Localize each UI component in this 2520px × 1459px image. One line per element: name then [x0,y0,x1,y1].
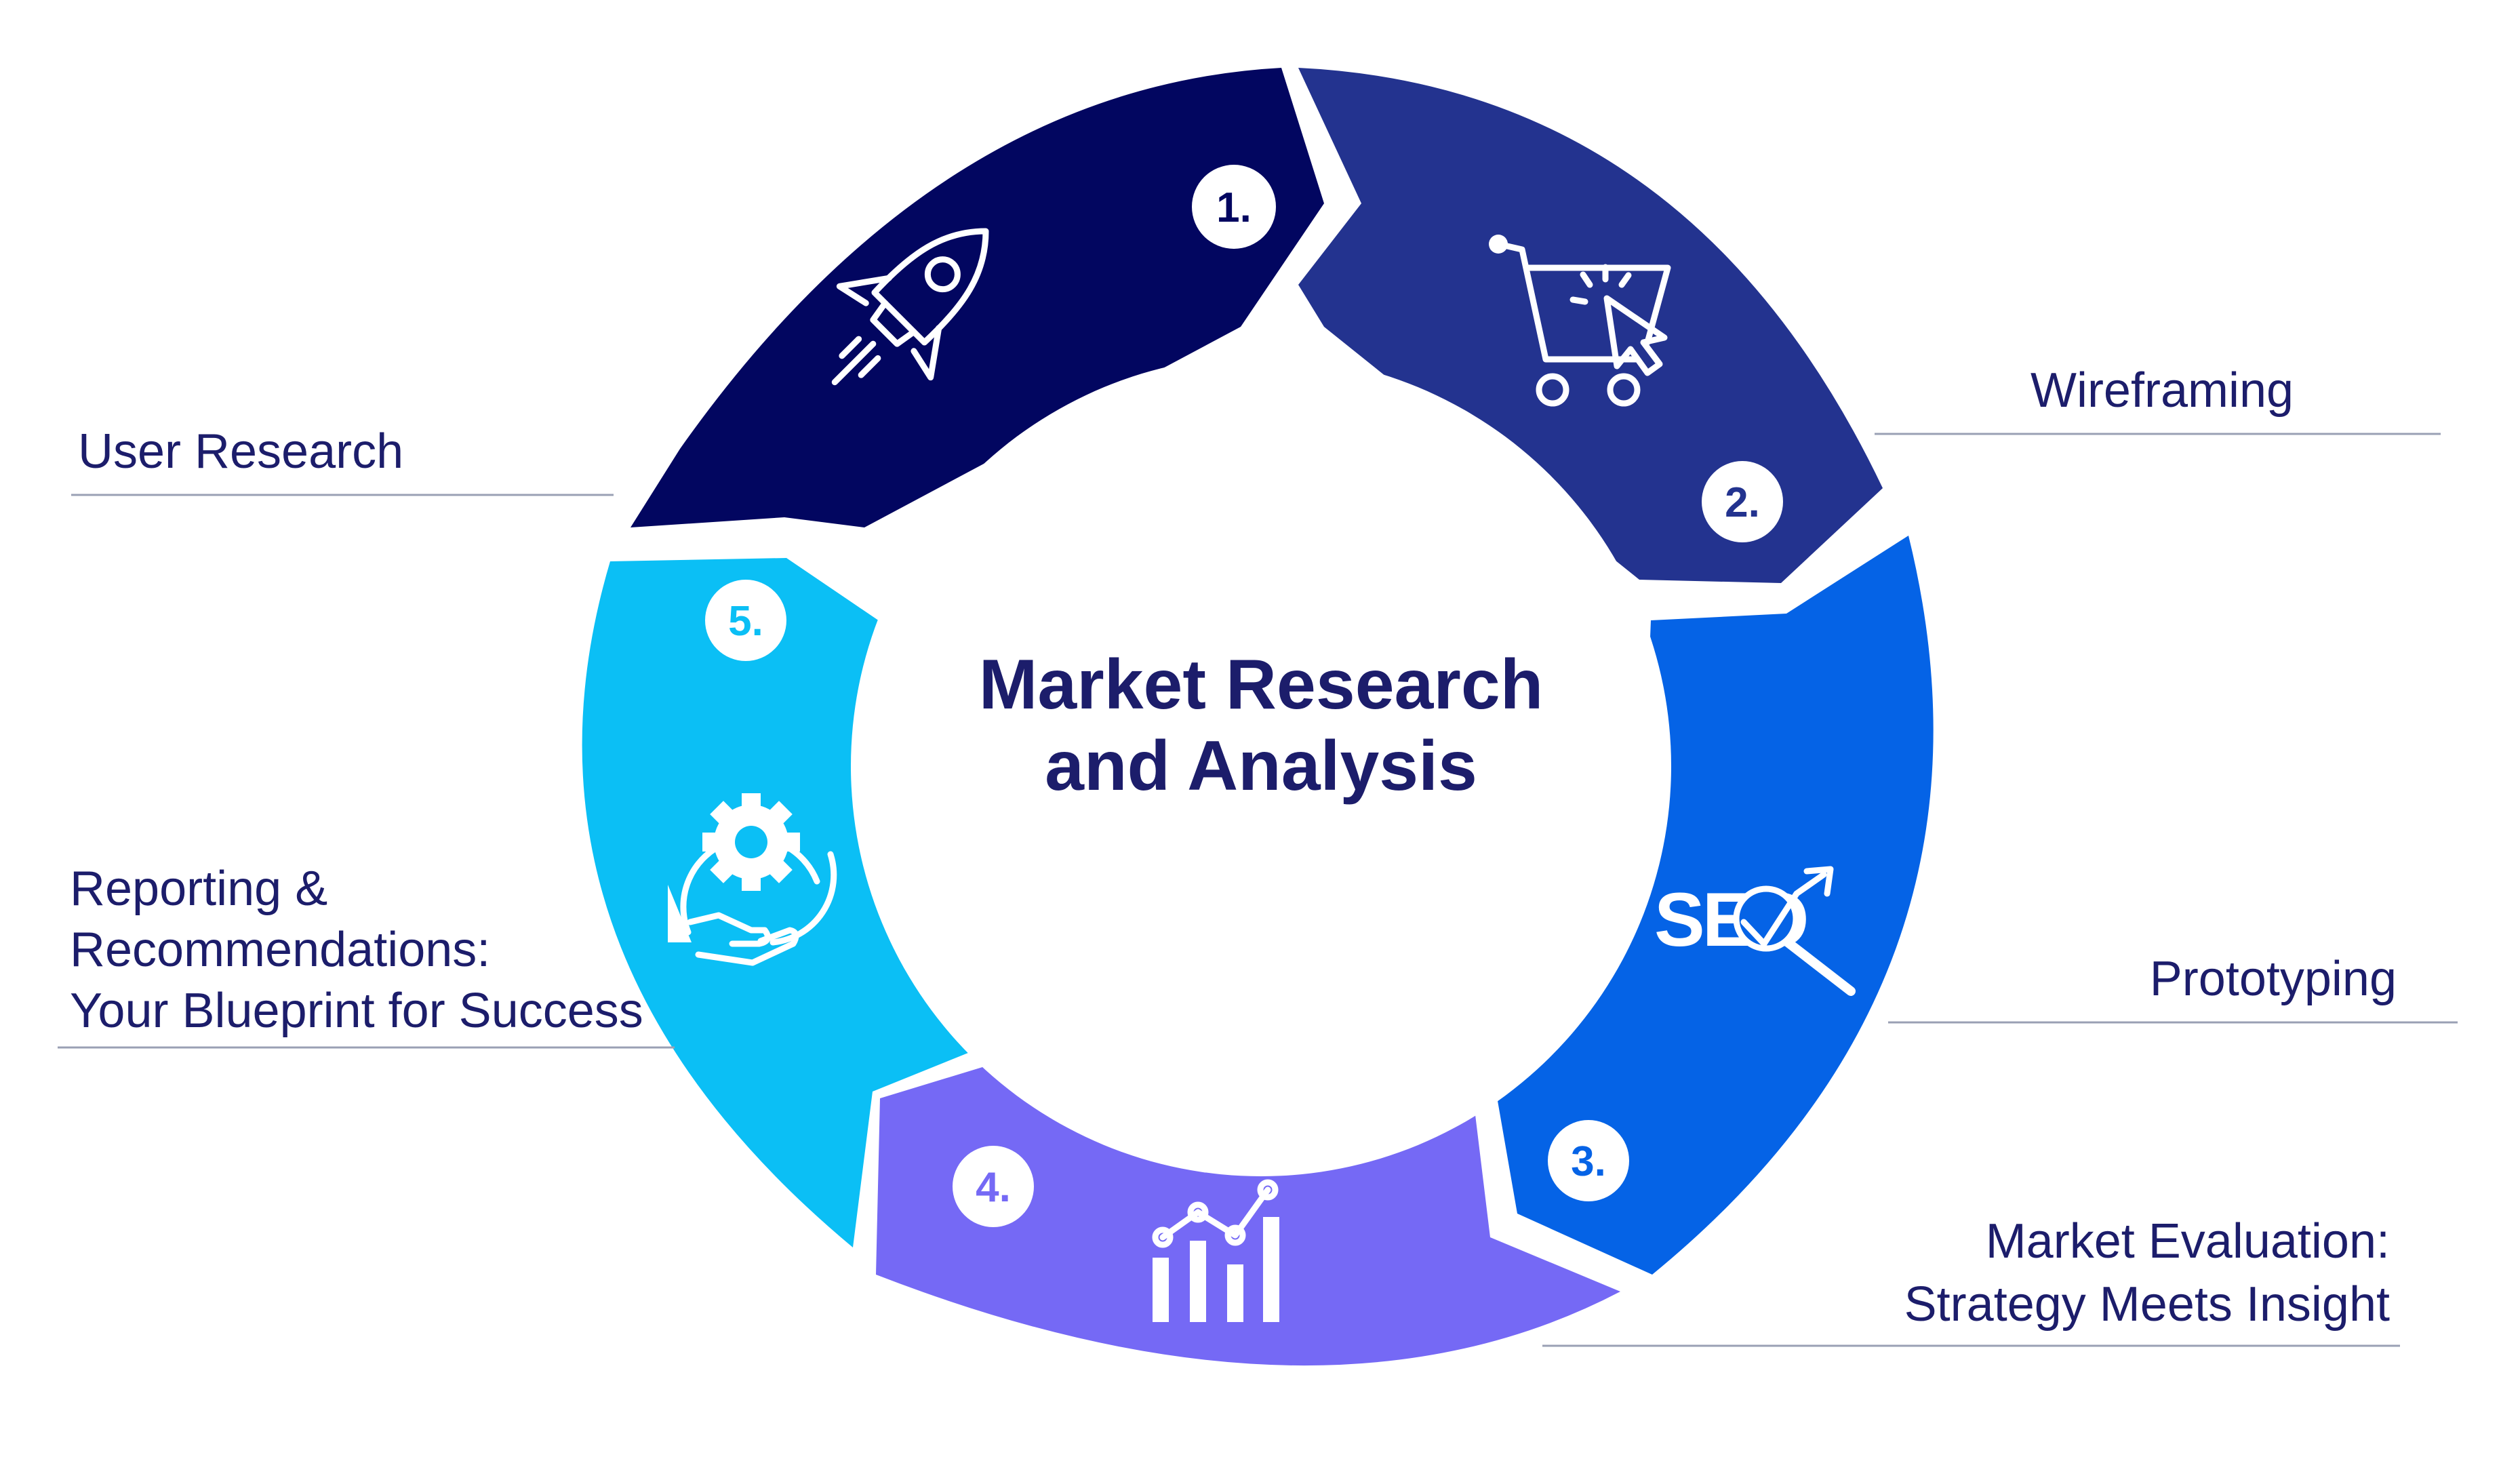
shopping-cart-cursor-icon [1489,235,1671,407]
svg-text:Market Evaluation:: Market Evaluation: [1986,1214,2390,1268]
svg-text:3.: 3. [1571,1138,1606,1185]
svg-text:1.: 1. [1216,184,1252,231]
label-user-research: User Research [71,424,614,496]
step-4-badge: 4. [953,1146,1034,1227]
svg-text:Your Blueprint for Success: Your Blueprint for Success [70,984,643,1038]
seo-magnifier-icon: SEO [1654,866,1856,996]
svg-text:Strategy Meets Insight: Strategy Meets Insight [1904,1277,2390,1332]
step-2-badge: 2. [1702,461,1783,542]
svg-text:Wireframing: Wireframing [2031,363,2294,418]
center-circle [851,356,1671,1176]
label-reporting-recommendations: Reporting & Recommendations: Your Bluepr… [58,862,675,1049]
svg-text:5.: 5. [728,598,763,645]
label-prototyping: Prototyping [1888,952,2458,1024]
svg-text:User Research: User Research [78,424,403,479]
segment-3-prototyping [1489,536,1934,1275]
step-5-badge: 5. [705,580,786,661]
center-title-line-1: Market Research [979,645,1543,724]
svg-text:Prototyping: Prototyping [2150,952,2397,1006]
label-wireframing: Wireframing [1875,363,2441,435]
bar-chart-trend-icon [1152,1179,1279,1322]
segment-2-wireframing [1298,68,1883,583]
segment-1-user-research [631,68,1324,527]
svg-text:2.: 2. [1725,479,1760,526]
hand-gear-icon [668,793,837,966]
svg-text:Recommendations:: Recommendations: [70,923,490,977]
rocket-icon [831,228,989,386]
svg-text:Reporting &: Reporting & [70,862,327,916]
label-market-evaluation: Market Evaluation: Strategy Meets Insigh… [1542,1214,2400,1347]
svg-text:4.: 4. [976,1164,1011,1211]
center-title-line-2: and Analysis [1045,727,1477,805]
step-3-badge: 3. [1548,1120,1629,1201]
step-1-badge: 1. [1192,165,1276,249]
